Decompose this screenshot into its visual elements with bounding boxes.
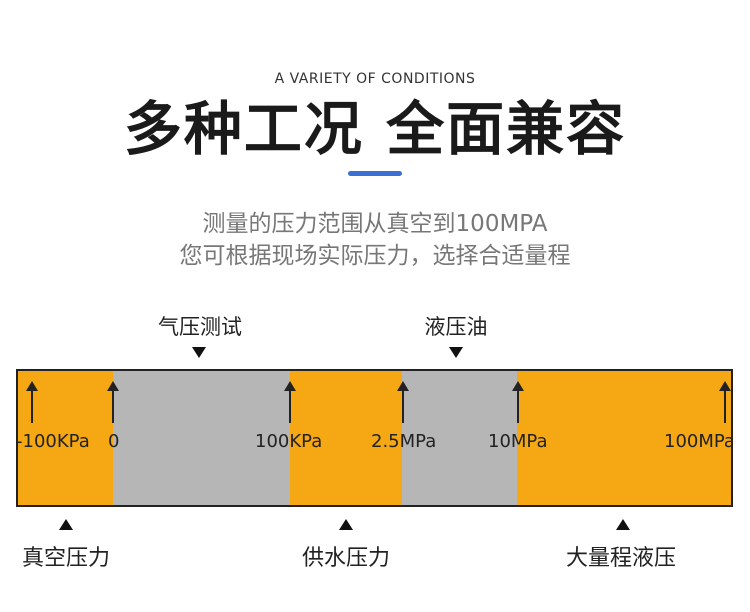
arrow-up-icon [107, 381, 119, 423]
page-title: 多种工况 全面兼容 [123, 95, 627, 163]
arrow-up-icon [284, 381, 296, 423]
segment-oil [402, 371, 517, 505]
triangle-up-icon [339, 519, 353, 530]
triangle-down-icon [192, 347, 206, 358]
bottom-label-water: 供水压力 [302, 546, 391, 571]
tick-label: 100MPa [664, 431, 733, 452]
segment-high-range [517, 371, 731, 505]
tick-label: 100KPa [255, 431, 323, 452]
subtitle-english: A VARIETY OF CONDITIONS [274, 71, 476, 87]
description-line-2: 您可根据现场实际压力，选择合适量程 [179, 243, 571, 269]
triangle-up-icon [59, 519, 73, 530]
description-line-1: 测量的压力范围从真空到100MPA [202, 211, 548, 237]
arrow-up-icon [26, 381, 38, 423]
triangle-down-icon [449, 347, 463, 358]
pressure-range-bar: -100KPa 0 100KPa 2.5MPa 10MPa 100MPa [16, 369, 733, 507]
tick-label: -100KPa [16, 431, 90, 452]
tick-label: 2.5MPa [371, 431, 437, 452]
arrow-up-icon [397, 381, 409, 423]
top-label-air-test: 气压测试 [158, 315, 242, 339]
segment-vacuum [18, 371, 113, 505]
segment-air [113, 371, 290, 505]
bottom-label-high-range: 大量程液压 [566, 546, 677, 571]
bottom-label-vacuum: 真空压力 [22, 546, 111, 571]
arrow-up-icon [719, 381, 731, 423]
title-underline [348, 171, 402, 176]
triangle-up-icon [616, 519, 630, 530]
arrow-up-icon [512, 381, 524, 423]
tick-label: 0 [108, 431, 120, 452]
tick-label: 10MPa [488, 431, 548, 452]
top-label-hydraulic-oil: 液压油 [424, 315, 488, 339]
segment-water [290, 371, 402, 505]
